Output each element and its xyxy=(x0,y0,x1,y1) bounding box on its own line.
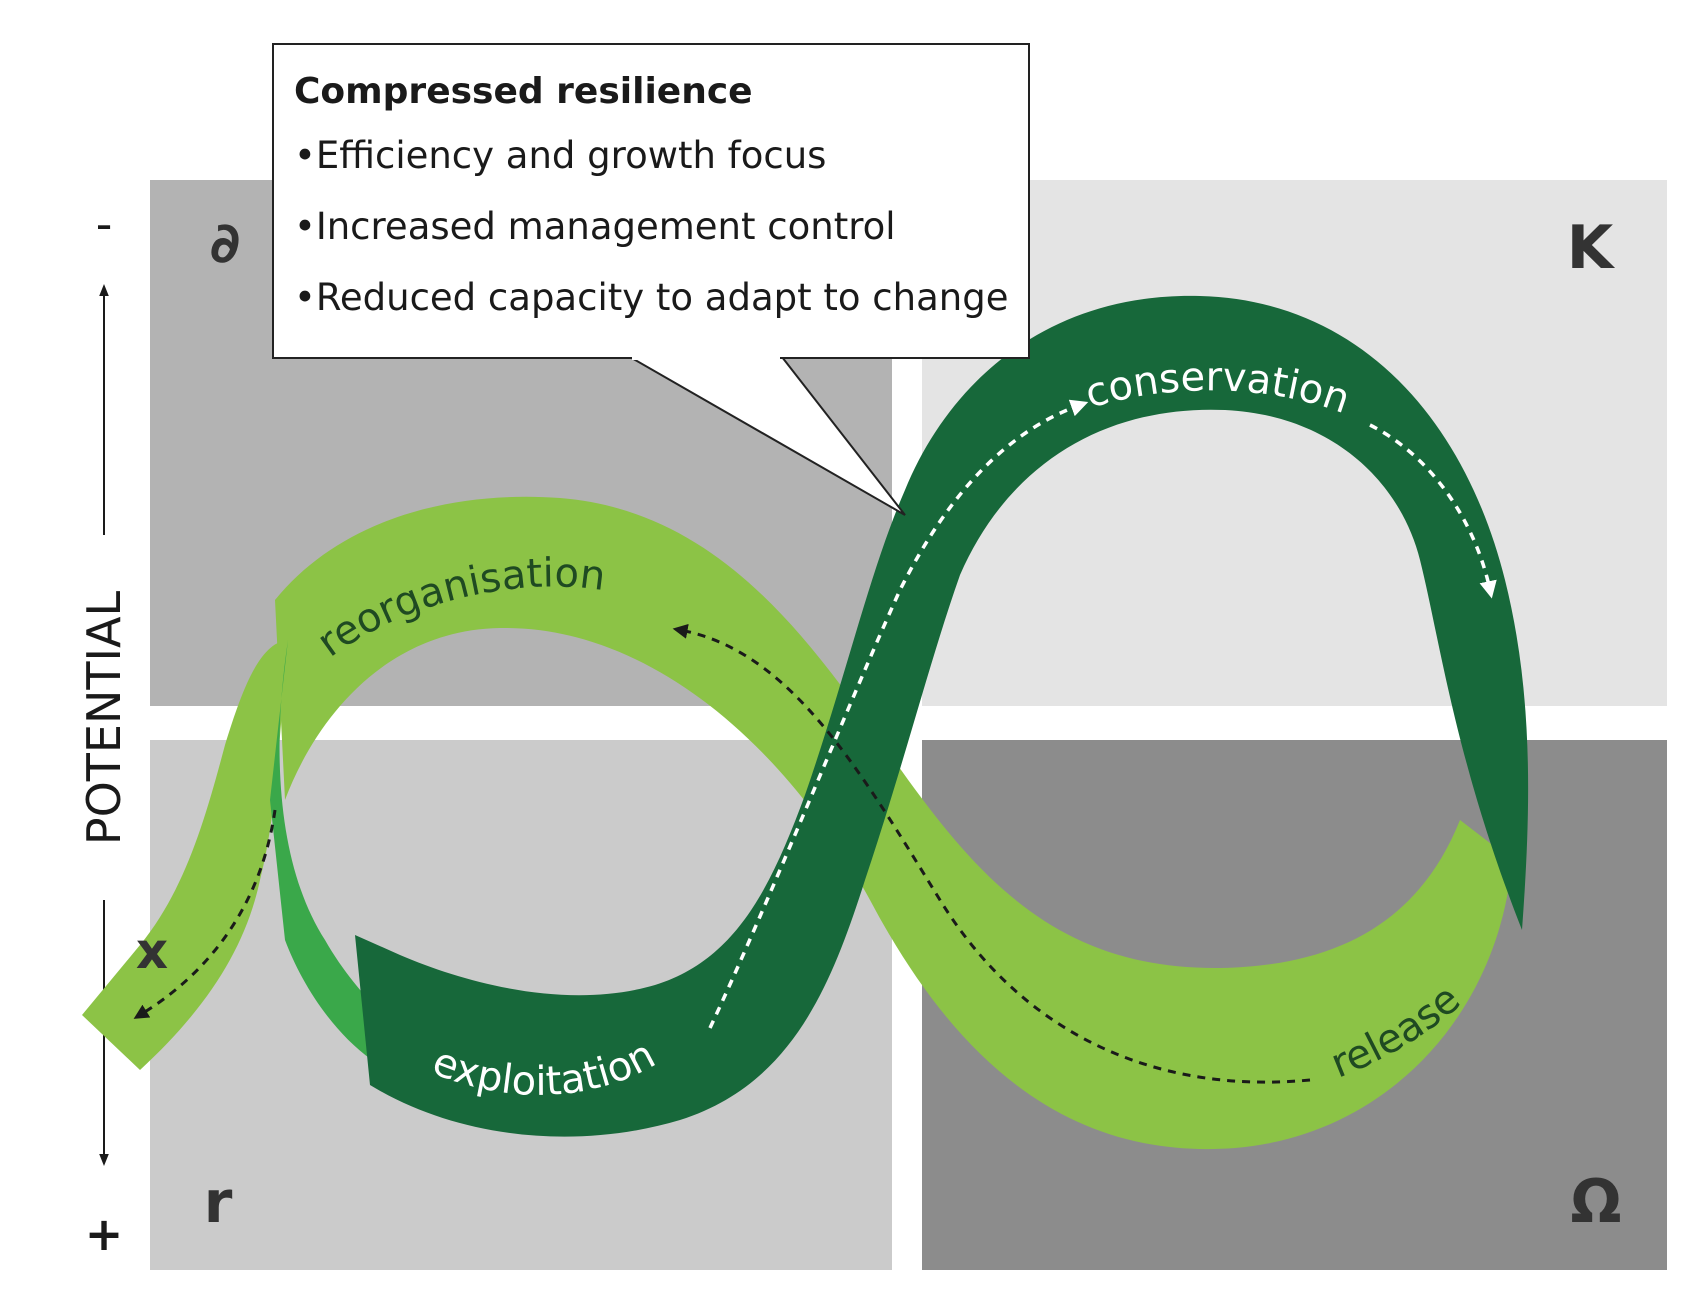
release-flow-arrow xyxy=(1369,423,1497,599)
callout-item: •Efficiency and growth focus xyxy=(294,134,827,177)
quadrant-letter-k: K xyxy=(1567,213,1616,283)
exit-flow-arrow xyxy=(133,809,277,1019)
exploitation-conservation-band xyxy=(355,295,1529,1137)
exit-tail xyxy=(82,640,290,1070)
axis-top-sign: - xyxy=(96,197,113,251)
quadrant-letter-r: r xyxy=(204,1168,233,1236)
exit-label-x: x xyxy=(136,922,168,980)
axis-bottom-sign: + xyxy=(85,1207,124,1261)
axis-label: POTENTIAL xyxy=(77,590,131,845)
reorganisation-flow-arrow xyxy=(672,623,1311,1084)
callout-item: •Increased management control xyxy=(294,205,896,248)
exploitation-transition-band xyxy=(270,640,388,1060)
callout-item: •Reduced capacity to adapt to change xyxy=(294,276,1009,319)
callout-pointer-join xyxy=(632,356,780,360)
quadrant-letter-alpha: ∂ xyxy=(210,211,240,276)
conservation-flow-arrow xyxy=(708,399,1089,1029)
callout-box: Compressed resilience •Efficiency and gr… xyxy=(272,43,1030,359)
quadrant-letter-omega: Ω xyxy=(1570,1167,1621,1237)
callout-title: Compressed resilience xyxy=(294,71,753,112)
